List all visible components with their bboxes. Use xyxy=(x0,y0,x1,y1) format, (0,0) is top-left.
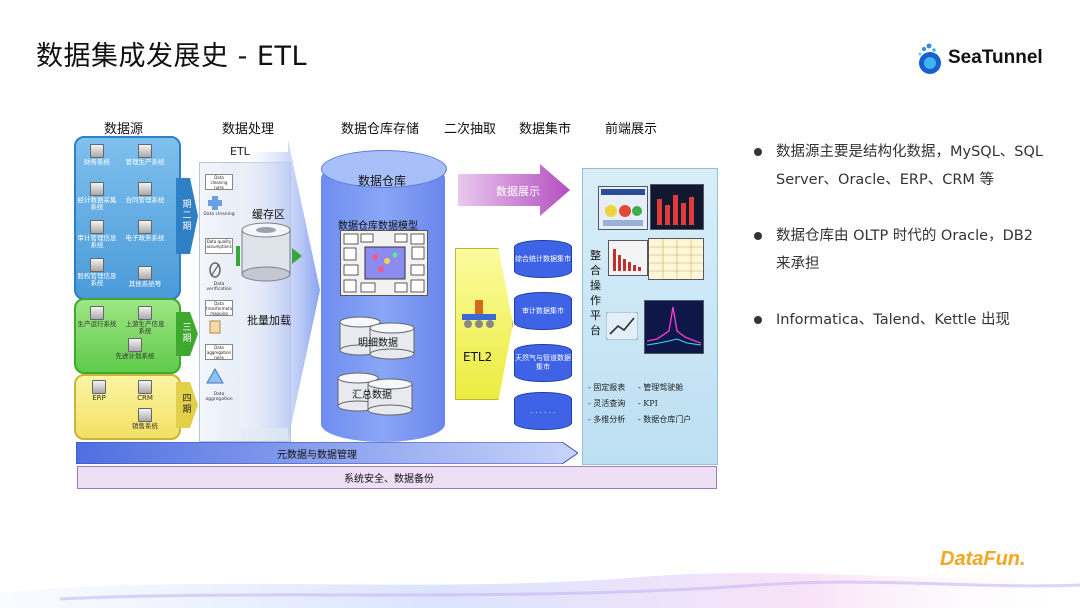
phase-arrow-green xyxy=(176,312,198,356)
source-item: 财务系统 xyxy=(76,144,118,166)
bullet-item: 数据仓库由 OLTP 时代的 Oracle，DB2 来承担 xyxy=(752,222,1052,278)
phase-arrow-blue xyxy=(176,178,198,254)
metadata-label: 元数据与数据管理 xyxy=(277,450,357,461)
column-header-processing: 数据处理 xyxy=(222,122,275,137)
verification-icon xyxy=(209,262,221,278)
server-icon xyxy=(90,306,104,320)
brand-name: SeaTunnel xyxy=(948,47,1043,68)
detail-data-label: 明细数据 xyxy=(358,338,398,349)
summary-data-cylinders xyxy=(337,372,413,416)
phase-arrow-yellow xyxy=(176,382,198,428)
step-caption: Data cleaning xyxy=(203,212,235,217)
cache-label: 缓存区 xyxy=(252,208,285,221)
mart-cylinder: 审计数据集市 xyxy=(514,292,572,330)
cleaning-icon xyxy=(208,196,222,210)
bullet-list: 数据源主要是结构化数据，MySQL、SQL Server、Oracle、ERP、… xyxy=(752,138,1052,362)
processing-arrow xyxy=(240,140,320,440)
source-item: 合同管理系统 xyxy=(124,182,166,204)
warehouse-title: 数据仓库 xyxy=(358,174,407,188)
warehouse-model-label: 数据仓库数据模型 xyxy=(338,221,418,232)
detail-data-cylinders xyxy=(339,316,415,360)
server-icon xyxy=(138,306,152,320)
platform-label: 整合操 作平台 xyxy=(590,249,601,337)
dashboard-thumbnail xyxy=(598,186,648,230)
source-item: 管理生产系统 xyxy=(124,144,166,166)
column-header-frontend: 前端展示 xyxy=(605,122,658,137)
warehouse-top xyxy=(321,150,447,188)
aggregation-icon xyxy=(206,368,224,384)
source-item: CRM xyxy=(124,380,166,402)
phase-label: 三期 xyxy=(182,323,192,344)
seatunnel-icon xyxy=(918,43,941,74)
source-item: 生产运行系统 xyxy=(76,306,118,328)
datafun-logo: DataFun. xyxy=(940,548,1026,570)
summary-data-label: 汇总数据 xyxy=(352,390,392,401)
frontend-list-left: - 固定报表- 灵活查询- 多维分析 xyxy=(588,383,626,424)
phase-label: 期二期 xyxy=(182,199,192,232)
source-item: 审计管理信息系统 xyxy=(76,220,118,249)
phase-label: 四期 xyxy=(182,394,192,415)
server-icon xyxy=(138,144,152,158)
server-icon xyxy=(90,144,104,158)
frontend-list-right: - 管理驾驶舱- KPI- 数据仓库门户 xyxy=(638,383,692,424)
source-item: 电子政务系统 xyxy=(124,220,166,242)
analysis-chart-icon xyxy=(606,312,638,340)
column-header-warehouse: 数据仓库存储 xyxy=(341,122,420,137)
column-header-extract: 二次抽取 xyxy=(444,122,497,137)
data-model-diagram xyxy=(340,230,428,296)
source-item: 经计数据采集系统 xyxy=(76,182,118,211)
footer-gradient-wave xyxy=(0,573,1080,608)
source-item: 股权管理信息系统 xyxy=(76,258,118,287)
report-chart-thumbnail xyxy=(608,240,648,276)
step-box: Data aggregation rules xyxy=(205,344,233,360)
metadata-bar xyxy=(76,442,578,464)
data-show-arrow xyxy=(458,164,570,216)
server-icon xyxy=(90,220,104,234)
server-icon xyxy=(138,408,152,422)
server-icon xyxy=(138,266,152,280)
transform-icon xyxy=(209,320,221,334)
security-label: 系统安全、数据备份 xyxy=(344,474,434,485)
table-thumbnail xyxy=(648,238,704,280)
step-box: Data cleaning rules xyxy=(205,174,233,190)
step-caption: Data verification xyxy=(206,282,232,292)
bullet-item: 数据源主要是结构化数据，MySQL、SQL Server、Oracle、ERP、… xyxy=(752,138,1052,194)
source-item: ERP xyxy=(78,380,120,402)
data-show-label: 数据展示 xyxy=(496,185,540,198)
server-icon xyxy=(138,380,152,394)
etl2-label: ETL2 xyxy=(463,350,493,364)
seatunnel-logo: SeaTunnel xyxy=(916,40,1043,76)
source-item: 销售系统 xyxy=(124,408,166,430)
server-icon xyxy=(92,380,106,394)
server-icon xyxy=(138,220,152,234)
page-title: 数据集成发展史 - ETL xyxy=(36,41,308,72)
mart-cylinder: . . . . . . xyxy=(514,392,572,430)
security-bar xyxy=(77,466,717,489)
source-item: 其他系统等 xyxy=(124,266,166,288)
server-icon xyxy=(90,258,104,272)
cache-cylinder-icon xyxy=(236,222,302,282)
server-icon xyxy=(90,182,104,196)
source-item: 上游生产信息系统 xyxy=(124,306,166,335)
column-header-mart: 数据集市 xyxy=(519,122,572,137)
step-box: Data quality assumptions xyxy=(205,238,233,254)
bar-chart-thumbnail xyxy=(650,184,704,230)
spike-chart-thumbnail xyxy=(644,300,704,354)
etl-label: ETL xyxy=(230,145,250,158)
etl2-icon xyxy=(462,300,496,328)
mart-cylinder: 天然气与管道数据集市 xyxy=(514,344,572,382)
column-header-source: 数据源 xyxy=(104,122,144,137)
mart-cylinder: 综合统计数据集市 xyxy=(514,240,572,278)
server-icon xyxy=(128,338,142,352)
source-item: 先进计划系统 xyxy=(114,338,156,360)
server-icon xyxy=(138,182,152,196)
step-caption: Data aggregation xyxy=(205,392,233,402)
bullet-item: Informatica、Talend、Kettle 出现 xyxy=(752,306,1052,334)
batch-load-label: 批量加载 xyxy=(247,314,291,327)
step-box: Data transformation mapping xyxy=(205,300,233,316)
